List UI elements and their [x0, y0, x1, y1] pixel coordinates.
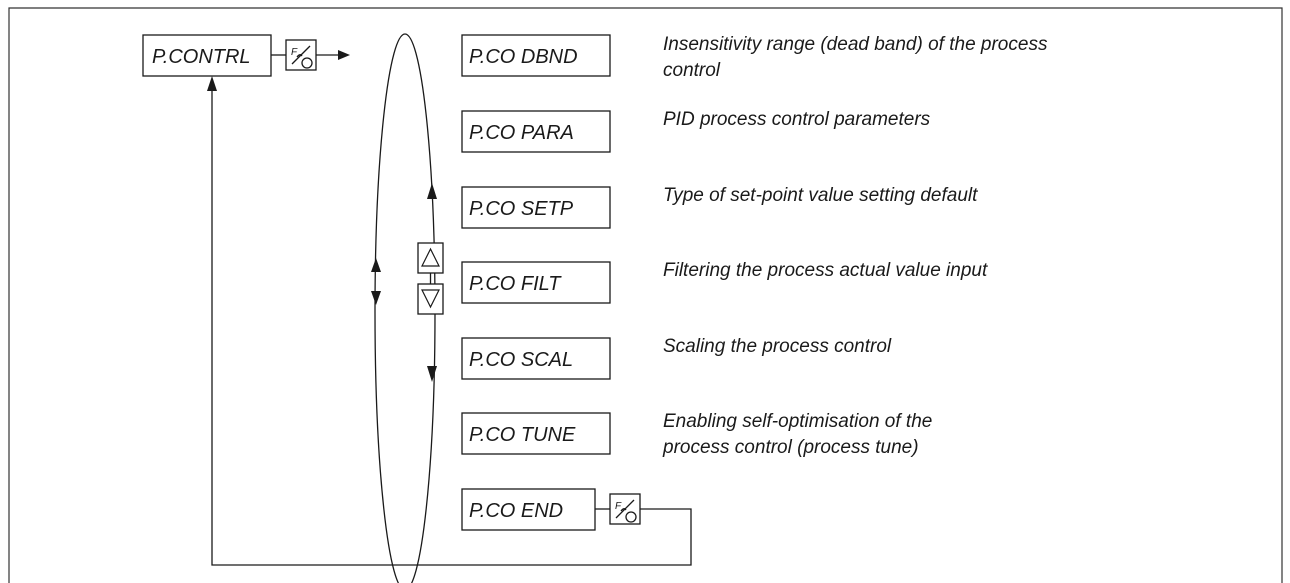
menu-item-label: P.CO SCAL	[469, 349, 573, 371]
loop-up-arrow-icon	[371, 258, 381, 272]
description-tune-line2: process control (process tune)	[662, 437, 919, 458]
down-arrow-key-icon[interactable]	[417, 283, 444, 315]
menu-item-end[interactable]: P.CO END	[461, 488, 596, 531]
end-enter-key-icon[interactable]	[609, 493, 641, 525]
description-tune-line1: Enabling self-optimisation of the	[663, 411, 932, 432]
loop-right-up-arrow-icon	[427, 183, 437, 199]
description-dbnd-line2: control	[663, 60, 721, 81]
menu-item-dbnd[interactable]: P.CO DBND	[461, 34, 611, 77]
description-para: PID process control parameters	[663, 109, 931, 130]
menu-item-para[interactable]: P.CO PARA	[461, 110, 611, 153]
root-menu-box[interactable]: P.CONTRL	[142, 34, 272, 77]
return-path-line	[211, 90, 692, 566]
description-scal: Scaling the process control	[663, 336, 892, 357]
menu-item-setp[interactable]: P.CO SETP	[461, 186, 611, 229]
menu-item-label: P.CO TUNE	[469, 424, 576, 446]
arrow-right-icon	[338, 50, 350, 60]
menu-item-tune[interactable]: P.CO TUNE	[461, 412, 611, 455]
menu-item-filt[interactable]: P.CO FILT	[461, 261, 611, 304]
menu-item-label: P.CO DBND	[469, 46, 578, 68]
root-menu-label: P.CONTRL	[152, 46, 251, 68]
frame-border	[8, 7, 1283, 583]
menu-item-label: P.CO SETP	[469, 198, 574, 220]
return-up-arrow-icon	[207, 76, 217, 91]
menu-item-scal[interactable]: P.CO SCAL	[461, 337, 611, 380]
description-dbnd-line1: Insensitivity range (dead band) of the p…	[663, 34, 1048, 55]
description-setp: Type of set-point value setting default	[663, 185, 978, 206]
up-arrow-key-icon[interactable]	[417, 242, 444, 274]
description-filt: Filtering the process actual value input	[663, 260, 988, 281]
loop-right-down-arrow-icon	[427, 366, 437, 382]
loop-down-arrow-icon	[371, 291, 381, 305]
menu-item-label: P.CO PARA	[469, 122, 574, 144]
menu-item-label: P.CO END	[469, 500, 563, 522]
enter-key-icon[interactable]	[285, 39, 317, 71]
menu-item-label: P.CO FILT	[469, 273, 562, 295]
